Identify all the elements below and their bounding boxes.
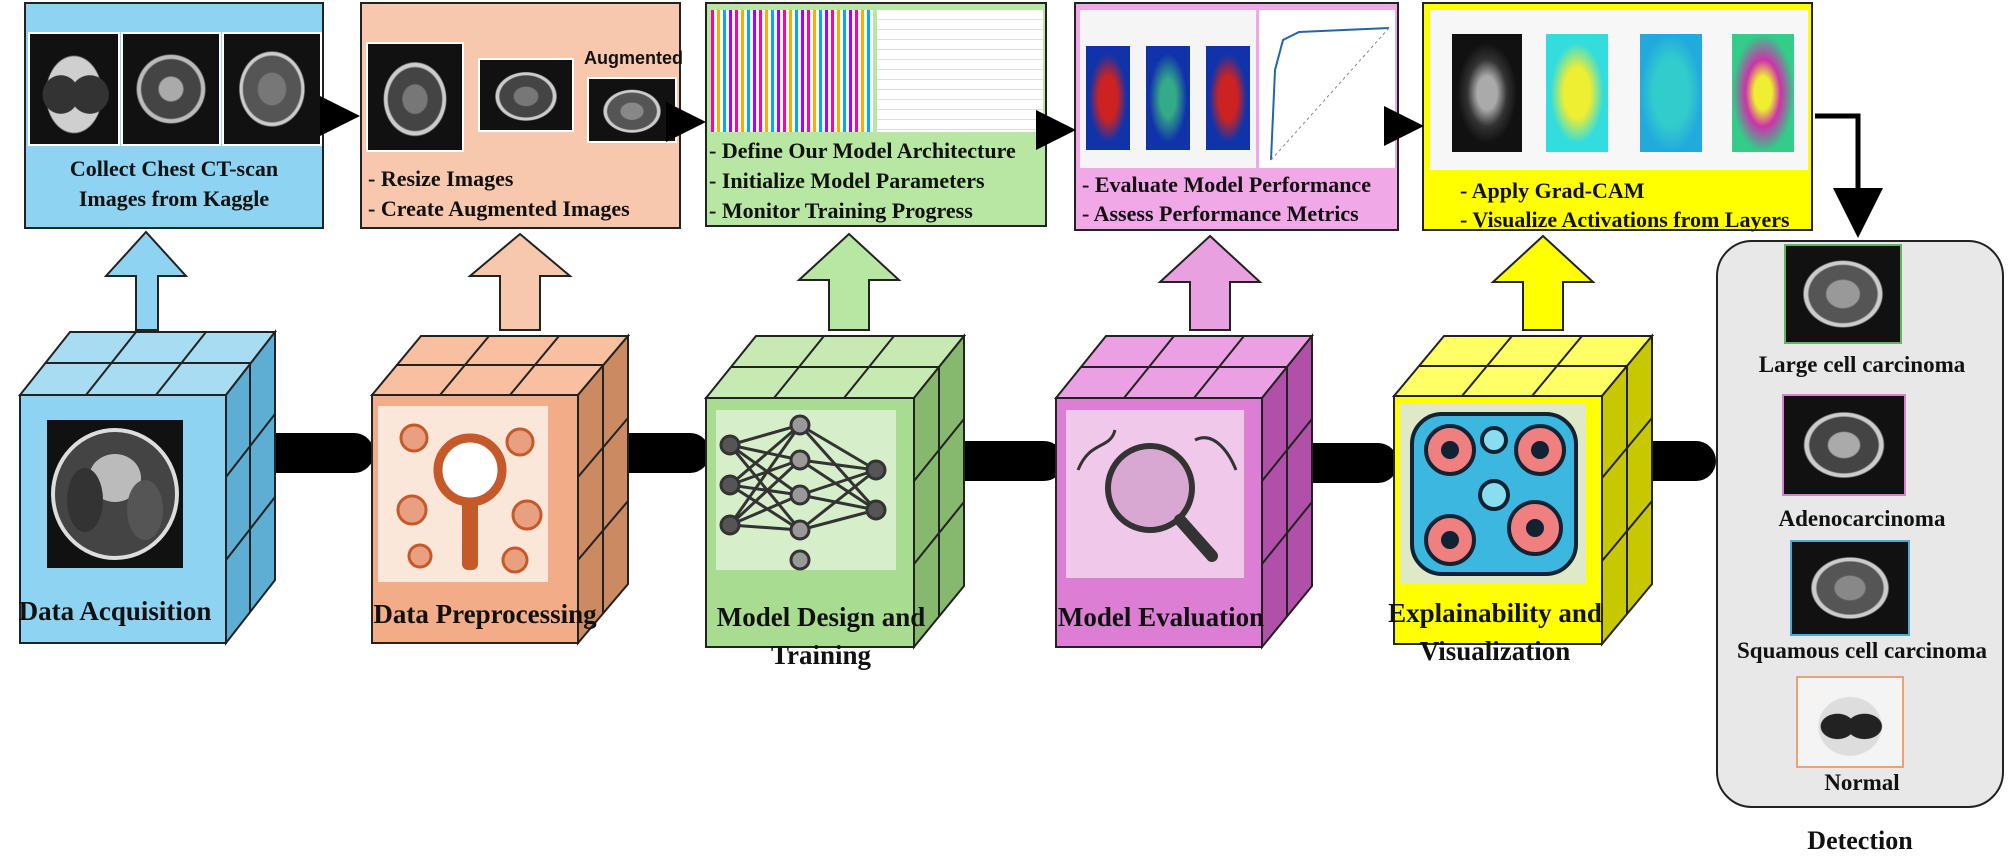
panel-preprocessing: Augmented - Resize Images - Create Augme… xyxy=(360,2,683,229)
ct-thumb-2 xyxy=(121,32,221,146)
ct-thumb-augmented xyxy=(587,77,677,143)
cube-model-design xyxy=(703,333,967,650)
neural-network-icon xyxy=(719,414,887,571)
panel-preprocessing-line-2: - Create Augmented Images xyxy=(368,196,630,221)
up-arrow-5 xyxy=(1490,234,1596,331)
stage-label-data-acquisition: Data Acquisition xyxy=(18,596,212,626)
stage-label-model-design: Model Design and Training xyxy=(716,602,926,670)
up-arrow-3 xyxy=(796,232,902,331)
cube-data-preprocessing xyxy=(369,333,631,646)
panel-training: - Define Our Model Architecture - Initia… xyxy=(705,2,1047,227)
ct-thumb-original xyxy=(366,42,464,152)
ct-thumb-1 xyxy=(28,32,120,146)
magnifier-evaluation-icon xyxy=(1105,443,1195,533)
detection-label-large-cell: Large cell carcinoma xyxy=(1758,352,1966,377)
detection-image-large-cell xyxy=(1784,244,1902,344)
cube-explainability xyxy=(1391,333,1655,647)
panel-acquisition: Collect Chest CT-scan Images from Kaggle xyxy=(24,2,324,229)
gradcam-thumbs xyxy=(1430,10,1808,170)
cube-model-evaluation xyxy=(1053,333,1315,650)
detection-label-squamous: Squamous cell carcinoma xyxy=(1736,638,1988,663)
panel-training-line-3: - Monitor Training Progress xyxy=(709,198,973,223)
up-arrow-2 xyxy=(467,232,573,331)
panel-evaluation: - Evaluate Model Performance - Assess Pe… xyxy=(1074,2,1399,231)
cell-activation-icon xyxy=(1410,412,1578,576)
panel-explainability-line-2: - Visualize Activations from Layers xyxy=(1460,207,1790,232)
ct-thumb-3 xyxy=(222,32,322,146)
panel-evaluation-line-1: - Evaluate Model Performance xyxy=(1082,172,1371,197)
panel-explainability-line-1: - Apply Grad-CAM xyxy=(1460,178,1645,203)
panel-evaluation-line-2: - Assess Performance Metrics xyxy=(1082,201,1359,226)
panel-preprocessing-line-1: - Resize Images xyxy=(368,166,514,191)
up-arrow-4 xyxy=(1157,234,1263,331)
detection-label-normal: Normal xyxy=(1824,770,1900,795)
detection-image-squamous xyxy=(1790,540,1910,636)
detection-image-adenocarcinoma xyxy=(1782,394,1906,496)
stage-label-model-evaluation: Model Evaluation xyxy=(1057,602,1265,632)
training-curves-thumb xyxy=(711,10,873,132)
arrow-to-detection xyxy=(1815,113,1883,238)
panel-acquisition-line-1: Collect Chest CT-scan xyxy=(69,156,279,181)
panel-training-line-1: - Define Our Model Architecture xyxy=(709,138,1016,163)
panel-explainability: - Apply Grad-CAM - Visualize Activations… xyxy=(1422,2,1813,232)
detection-label-adenocarcinoma: Adenocarcinoma xyxy=(1778,506,1946,531)
panel-training-line-2: - Initialize Model Parameters xyxy=(709,168,985,193)
augmented-tag: Augmented xyxy=(584,48,683,68)
up-arrow-1 xyxy=(103,230,189,331)
training-table-thumb xyxy=(877,10,1043,132)
ct-thumb-resized xyxy=(478,58,574,132)
detection-image-normal xyxy=(1796,676,1904,768)
stage-label-explainability: Explainability and Visualization xyxy=(1388,598,1602,666)
stage-label-data-preprocessing: Data Preprocessing xyxy=(373,599,597,629)
panel-acquisition-line-2: Images from Kaggle xyxy=(78,186,270,211)
cube-data-acquisition xyxy=(17,329,278,646)
roc-curve-thumb xyxy=(1259,10,1395,168)
magnifier-cells-icon xyxy=(433,433,507,507)
detection-title: Detection xyxy=(1807,826,1913,855)
evaluation-heatmaps-thumb xyxy=(1080,10,1256,168)
